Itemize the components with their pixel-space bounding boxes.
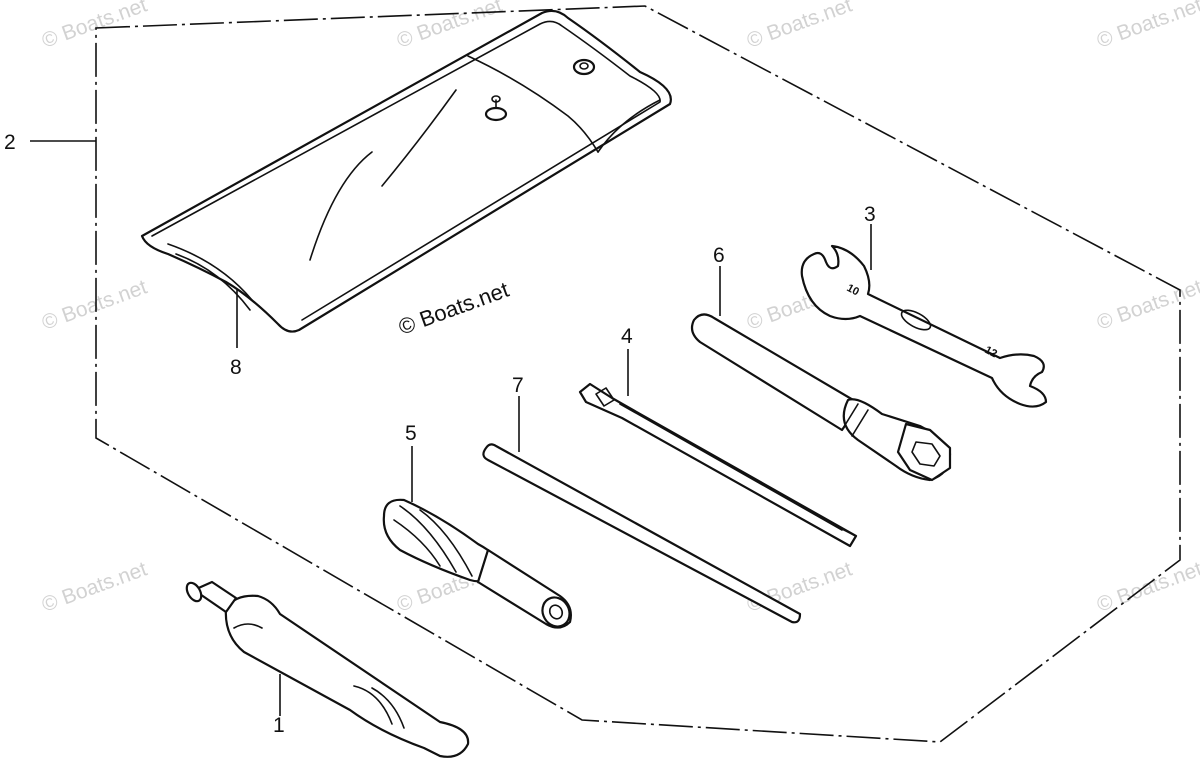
bag-crease-1 <box>309 151 373 261</box>
watermark: © Boats.net <box>39 0 150 53</box>
snap-button-top <box>572 58 596 76</box>
wrench-size-large: 12 <box>983 344 999 360</box>
callout-4[interactable]: 4 <box>621 325 633 348</box>
watermark: © Boats.net <box>744 0 855 53</box>
grip-body <box>224 594 470 758</box>
bit-hex-collar <box>595 387 615 407</box>
bag-crease-2 <box>381 89 457 187</box>
grip-stem <box>192 580 238 614</box>
wrench-body <box>800 244 1048 408</box>
handle-grip-flute-3 <box>393 519 441 567</box>
snap-stud-cap <box>491 95 501 103</box>
snap-button-stud <box>484 106 508 122</box>
watermark: © Boats.net <box>39 275 150 334</box>
plug-wrench-band-2 <box>851 409 869 437</box>
handle-socket-hole <box>548 604 564 620</box>
watermark: © Boats.net <box>1094 0 1200 53</box>
callout-5[interactable]: 5 <box>405 422 417 445</box>
bit-tip <box>831 525 857 547</box>
callout-2[interactable]: 2 <box>4 131 16 154</box>
plug-wrench-hex-end <box>896 422 952 482</box>
bag-body <box>140 9 672 333</box>
part-7-rod[interactable] <box>482 443 802 624</box>
callout-3[interactable]: 3 <box>864 203 876 226</box>
part-4-screwdriver-bit[interactable] <box>578 382 858 548</box>
part-8-tool-bag[interactable] <box>140 9 672 333</box>
watermark: © Boats.net <box>1094 275 1200 334</box>
watermark: © Boats.net <box>744 557 855 616</box>
part-5-screwdriver-handle[interactable] <box>382 498 575 632</box>
watermark: © Boats.net <box>1094 557 1200 616</box>
kit-boundary <box>95 5 1181 743</box>
plug-wrench-hex-socket <box>911 441 941 467</box>
handle-grip-flute-2 <box>419 509 473 577</box>
bit-ridge <box>619 403 843 531</box>
grip-stem-cap <box>185 581 203 603</box>
callout-1[interactable]: 1 <box>273 714 285 737</box>
bag-inner-edge <box>151 20 661 321</box>
bag-flap-line <box>467 55 599 153</box>
grip-ferrule-line-2 <box>371 687 405 729</box>
part-1-grip-tool[interactable] <box>184 580 470 758</box>
plug-wrench-band <box>841 403 859 431</box>
wrench-emblem <box>900 309 932 331</box>
bag-crease-3 <box>167 243 253 301</box>
callout-6[interactable]: 6 <box>713 244 725 267</box>
snap-button-top-inner <box>579 62 589 70</box>
wrench-size-small: 10 <box>845 282 861 298</box>
handle-grip-flute-1 <box>399 505 457 573</box>
watermark: © Boats.net <box>39 557 150 616</box>
callout-7[interactable]: 7 <box>512 374 524 397</box>
part-3-wrench[interactable]: 10 12 <box>800 244 1048 408</box>
plug-wrench-tube <box>690 313 862 432</box>
bag-flap-right <box>597 99 661 153</box>
watermark-main: © Boats.net <box>395 277 512 340</box>
grip-ridge <box>233 623 263 629</box>
callouts: 1 2 3 4 5 6 7 8 <box>4 131 876 737</box>
grip-ferrule-line <box>353 685 393 725</box>
bag-crease-4 <box>175 253 251 311</box>
handle-socket-end <box>541 596 571 628</box>
callout-8[interactable]: 8 <box>230 356 242 379</box>
part-6-plug-wrench[interactable] <box>690 313 952 482</box>
rod-body <box>482 443 802 624</box>
